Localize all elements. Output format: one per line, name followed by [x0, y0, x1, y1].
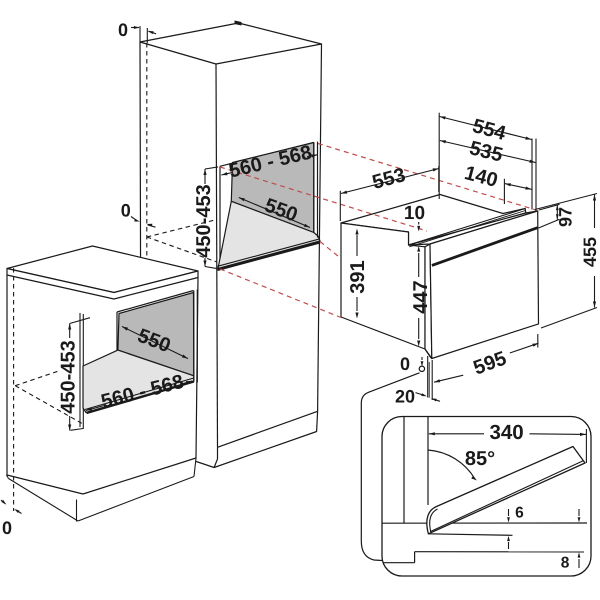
svg-text:447: 447	[410, 280, 432, 313]
svg-text:85°: 85°	[465, 448, 495, 470]
svg-text:6: 6	[515, 504, 524, 521]
svg-text:97: 97	[556, 207, 576, 227]
svg-text:10: 10	[404, 203, 425, 224]
svg-text:450-453: 450-453	[193, 184, 215, 257]
svg-text:340: 340	[489, 421, 523, 444]
svg-text:0: 0	[121, 201, 131, 221]
svg-text:0: 0	[400, 354, 410, 374]
svg-text:8: 8	[561, 555, 570, 572]
svg-text:391: 391	[347, 260, 369, 293]
svg-text:455: 455	[580, 237, 600, 267]
svg-text:450-453: 450-453	[58, 340, 80, 413]
svg-text:20: 20	[395, 387, 415, 407]
svg-text:0: 0	[2, 518, 12, 538]
svg-text:0: 0	[118, 20, 128, 40]
